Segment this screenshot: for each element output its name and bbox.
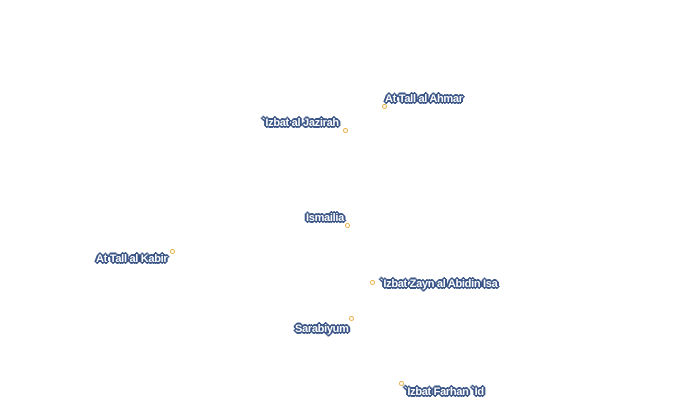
place-dot-icon[interactable]: [370, 280, 375, 285]
place-dot-icon[interactable]: [382, 104, 387, 109]
place-label[interactable]: Sarabiyum: [295, 323, 349, 335]
place-dot-icon[interactable]: [349, 316, 354, 321]
place-label[interactable]: `Izbat Farhan `Id: [404, 386, 484, 398]
place-label[interactable]: At Tall al Kabir: [96, 253, 168, 265]
place-dot-icon[interactable]: [345, 223, 350, 228]
place-label[interactable]: At Tall al Ahmar: [385, 93, 463, 105]
place-label[interactable]: `Izbat al Jazirah: [262, 117, 339, 129]
place-label[interactable]: Ismailia: [306, 212, 344, 224]
place-label[interactable]: `Izbat Zayn al Abidin Isa: [380, 278, 498, 290]
place-dot-icon[interactable]: [399, 381, 404, 386]
place-dot-icon[interactable]: [170, 249, 175, 254]
place-dot-icon[interactable]: [343, 128, 348, 133]
